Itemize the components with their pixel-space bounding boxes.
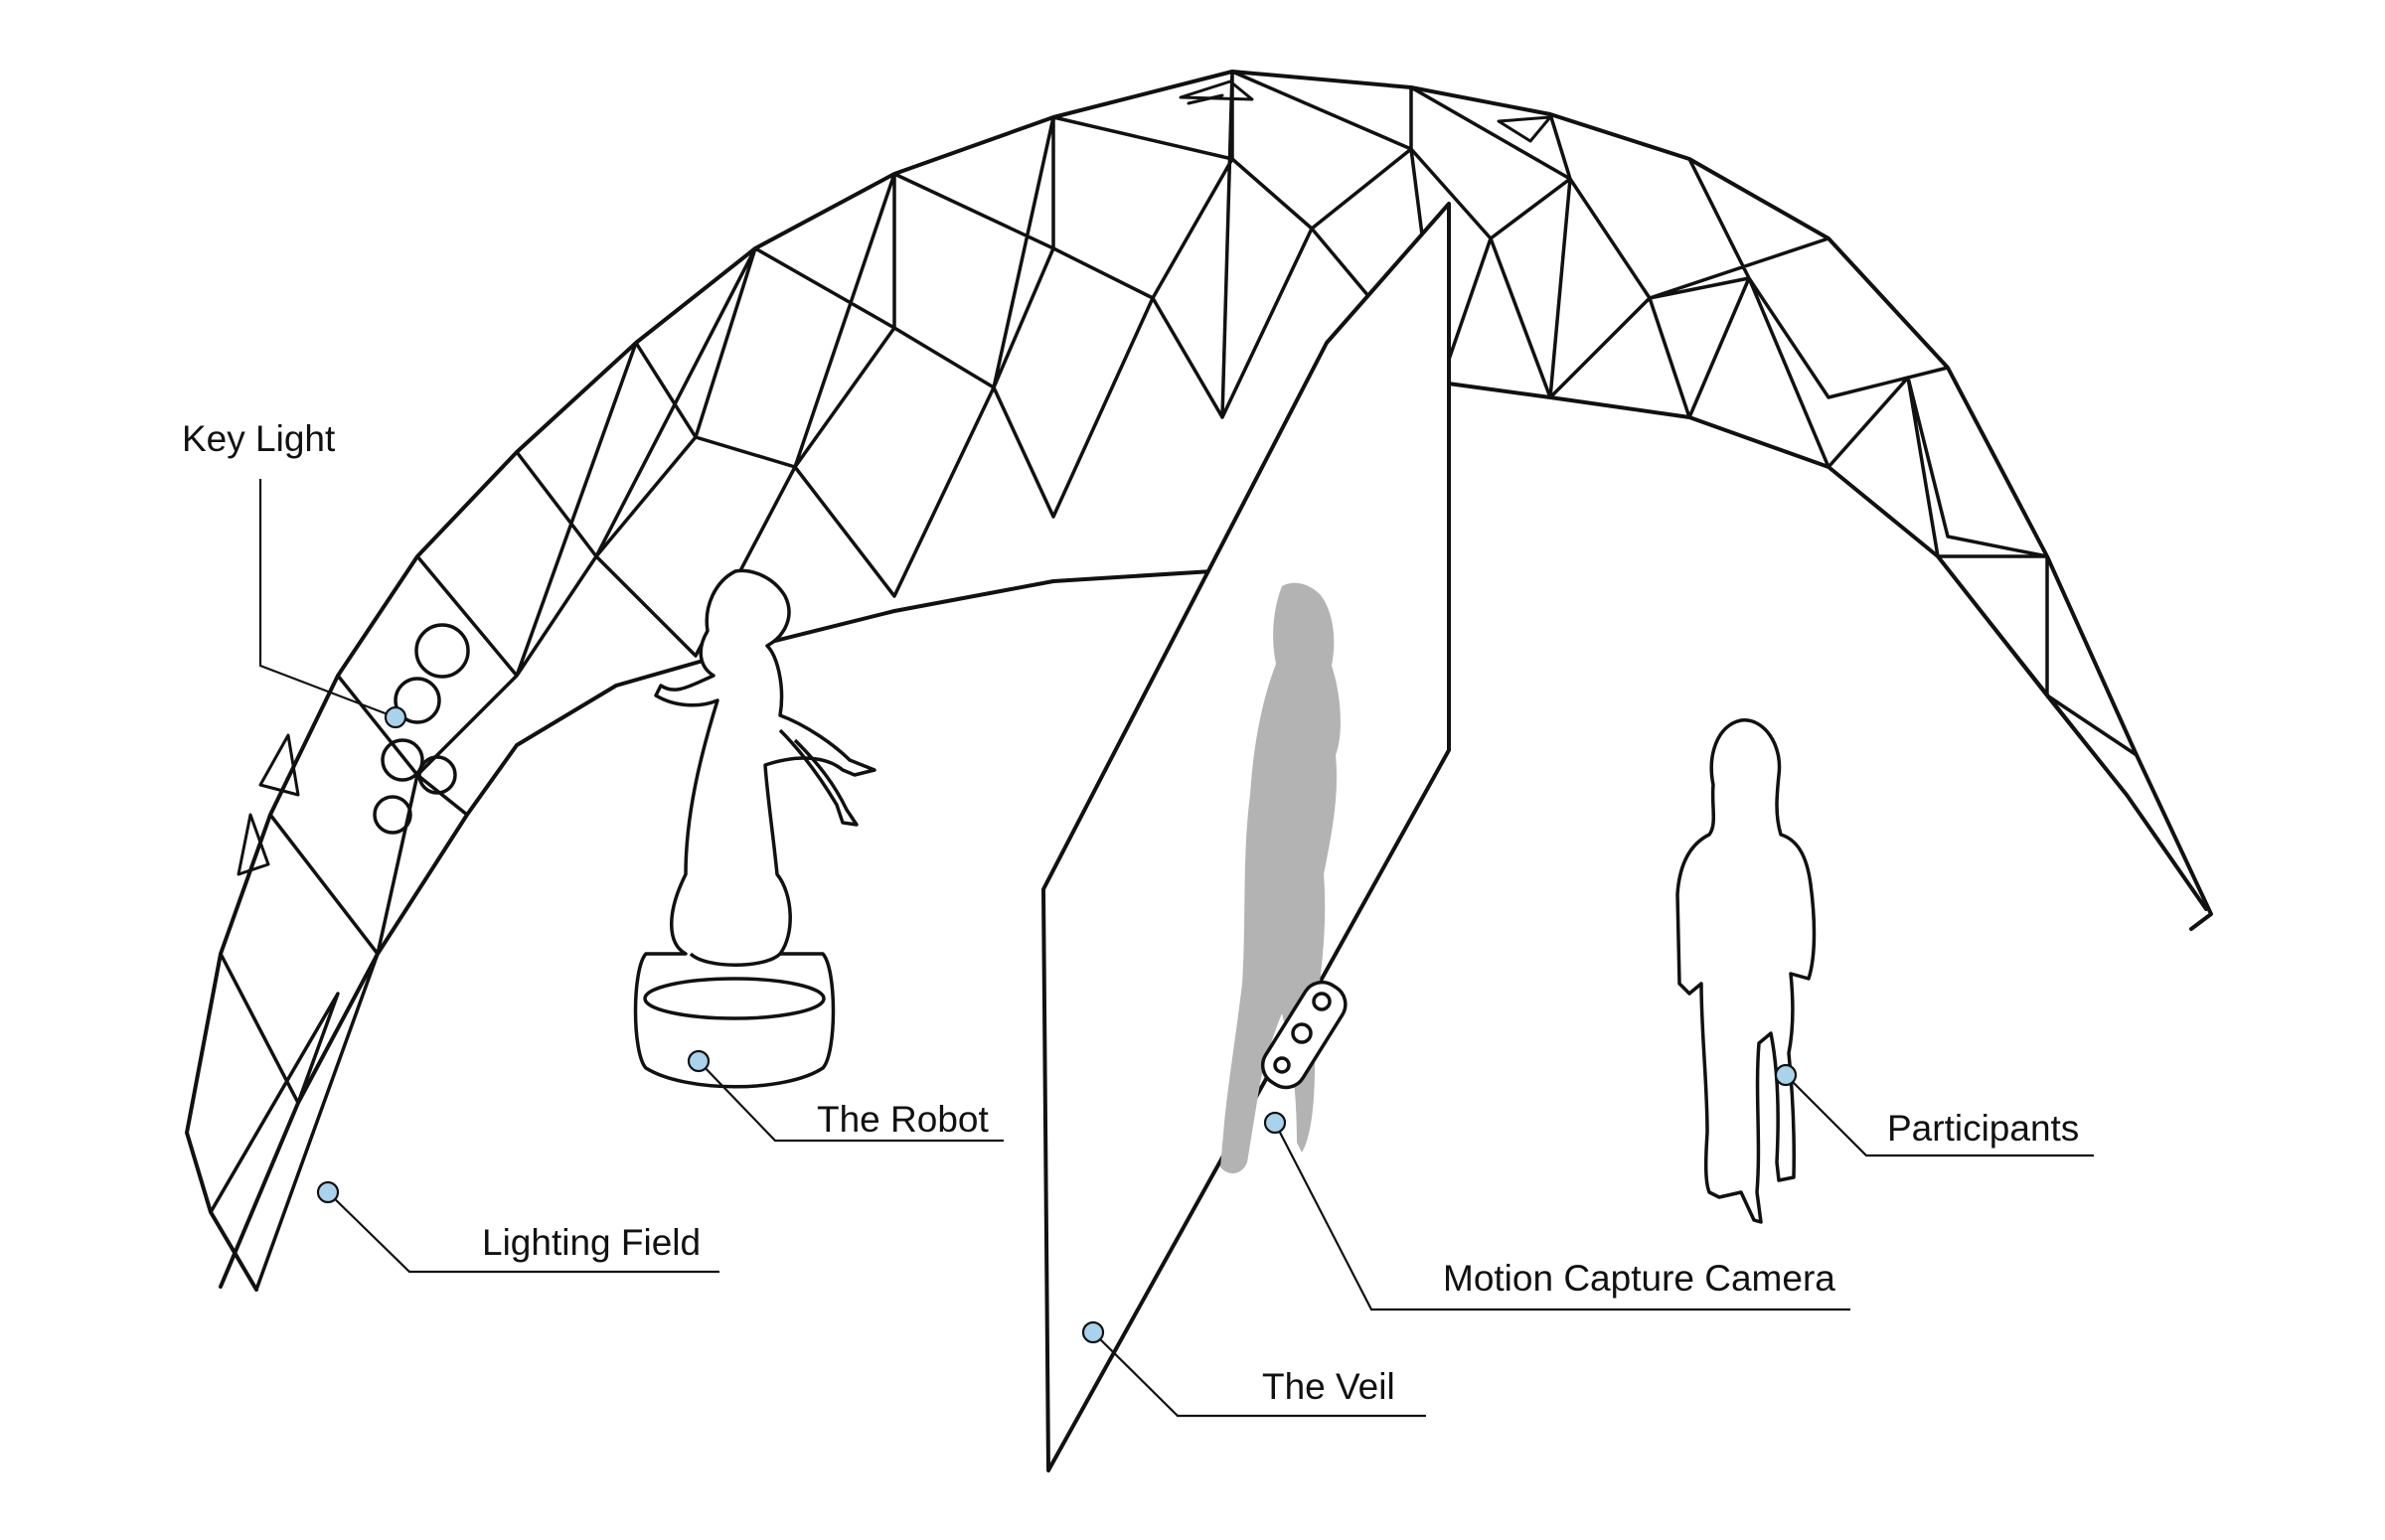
marker-veil	[1081, 1320, 1105, 1344]
leader-lines	[258, 479, 2094, 1418]
motion-capture-camera	[1260, 980, 1348, 1090]
robot	[633, 568, 876, 1089]
marker-participants	[1774, 1063, 1798, 1087]
leader-veil	[1092, 1331, 1426, 1418]
dome-accent-triangles	[237, 79, 1552, 876]
leader-motion-capture	[1274, 1122, 1850, 1311]
participant-figure	[1675, 718, 1817, 1224]
leader-robot	[698, 1060, 1004, 1143]
leader-lighting-field	[327, 1191, 719, 1274]
marker-key-light	[384, 705, 407, 729]
leader-participants	[1785, 1074, 2094, 1157]
marker-lighting-field	[316, 1180, 340, 1204]
leader-key-light	[258, 479, 397, 719]
marker-robot	[687, 1049, 711, 1073]
veil-panel	[1041, 202, 1451, 1472]
label-motion-capture-camera: Motion Capture Camera	[1443, 1258, 1835, 1299]
marker-motion-capture	[1263, 1111, 1287, 1135]
label-participants: Participants	[1887, 1108, 2080, 1149]
dome-outer-outline	[185, 70, 2213, 1292]
label-key-light: Key Light	[182, 418, 336, 459]
markers	[316, 705, 1798, 1344]
key-light-fixture	[373, 623, 470, 835]
label-veil: The Veil	[1262, 1366, 1395, 1407]
label-robot: The Robot	[817, 1099, 989, 1140]
geodesic-dome	[185, 70, 2213, 1292]
label-lighting-field: Lighting Field	[482, 1222, 702, 1263]
